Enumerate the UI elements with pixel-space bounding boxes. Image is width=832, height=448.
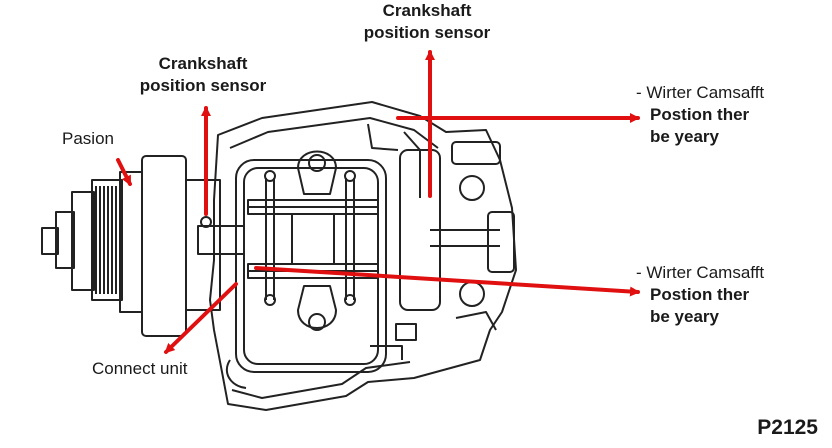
trouble-code: P2125 (757, 416, 818, 439)
inner-chamber (235, 159, 387, 373)
label-pasion: Pasion (62, 129, 114, 148)
label-cam-lower: - Wirter Camsafft Postion ther be yeary (636, 262, 764, 328)
label-cam-upper-line2: Postion ther (650, 105, 750, 124)
arrow-cam-lower (254, 266, 640, 297)
engine-body (41, 101, 517, 411)
arrow-connect-unit (164, 282, 238, 354)
label-cam-upper-line1: - Wirter Camsafft (636, 83, 765, 102)
label-crankshaft-left-line1: Crankshaft (158, 54, 248, 73)
label-crankshaft-top: Crankshaft position sensor (352, 0, 502, 44)
label-crankshaft-left-line2: position sensor (139, 76, 267, 95)
label-connect-unit: Connect unit (92, 359, 188, 378)
label-crankshaft-left: Crankshaft position sensor (128, 53, 278, 97)
label-cam-lower-line1: - Wirter Camsafft (636, 263, 765, 282)
engine-block (209, 101, 517, 411)
front-cover (141, 155, 245, 337)
pulley (41, 171, 143, 313)
label-cam-lower-line2: Postion ther (650, 285, 750, 304)
arrow-pasion (116, 158, 132, 186)
label-crankshaft-top-line2: position sensor (363, 23, 491, 42)
label-crankshaft-top-line1: Crankshaft (382, 1, 472, 20)
pointer-arrows (116, 50, 640, 354)
label-cam-lower-line3: be yeary (650, 307, 719, 326)
label-cam-upper-line3: be yeary (650, 127, 719, 146)
label-cam-upper: - Wirter Camsafft Postion ther be yeary (636, 82, 764, 148)
